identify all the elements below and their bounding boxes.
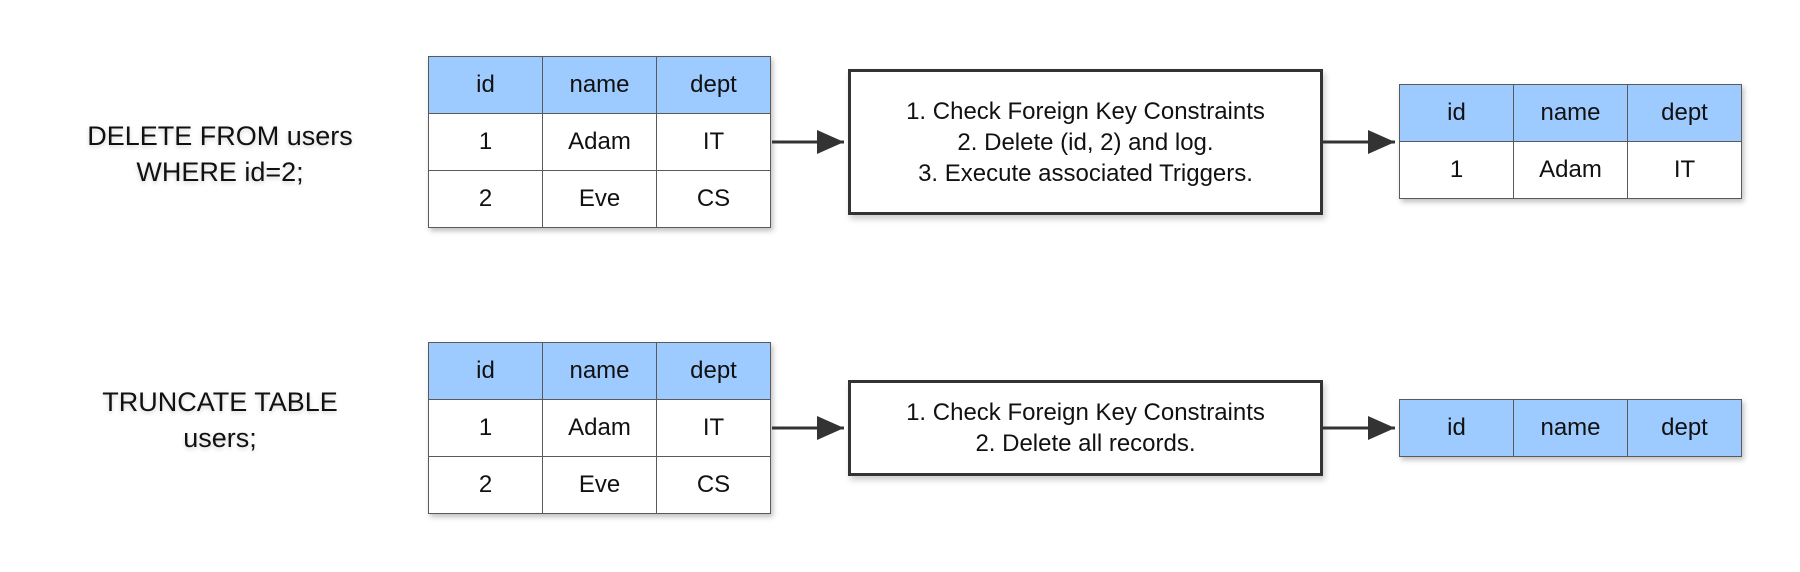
table-cell: CS bbox=[656, 170, 771, 228]
table-cell: 2 bbox=[428, 170, 543, 228]
table-row: 1 Adam IT bbox=[1399, 141, 1742, 199]
table-header-row: id name dept bbox=[428, 342, 771, 400]
step-text: 3. Execute associated Triggers. bbox=[918, 159, 1253, 187]
header-cell-id: id bbox=[428, 342, 543, 400]
header-cell-id: id bbox=[1399, 399, 1514, 457]
truncate-query-label: TRUNCATE TABLE users; bbox=[40, 384, 400, 456]
step-text: 1. Check Foreign Key Constraints bbox=[906, 97, 1265, 125]
table-cell: Adam bbox=[542, 399, 657, 457]
header-cell-name: name bbox=[1513, 399, 1628, 457]
table-row: 2 Eve CS bbox=[428, 170, 771, 228]
table-cell: 1 bbox=[428, 399, 543, 457]
header-cell-name: name bbox=[542, 342, 657, 400]
table-cell: Eve bbox=[542, 456, 657, 514]
truncate-steps-box: 1. Check Foreign Key Constraints 2. Dele… bbox=[848, 380, 1323, 476]
query-line: users; bbox=[183, 423, 257, 453]
table-cell: Eve bbox=[542, 170, 657, 228]
table-row: 1 Adam IT bbox=[428, 399, 771, 457]
delete-source-table: id name dept 1 Adam IT 2 Eve CS bbox=[428, 56, 771, 228]
table-cell: IT bbox=[1627, 141, 1742, 199]
table-cell: IT bbox=[656, 113, 771, 171]
header-cell-dept: dept bbox=[1627, 84, 1742, 142]
header-cell-dept: dept bbox=[656, 342, 771, 400]
delete-query-label: DELETE FROM users WHERE id=2; bbox=[40, 118, 400, 190]
table-row: 1 Adam IT bbox=[428, 113, 771, 171]
table-header-row: id name dept bbox=[1399, 84, 1742, 142]
table-header-row: id name dept bbox=[1399, 399, 1742, 457]
header-cell-name: name bbox=[1513, 84, 1628, 142]
table-cell: CS bbox=[656, 456, 771, 514]
step-text: 2. Delete all records. bbox=[975, 430, 1196, 457]
truncate-result-table: id name dept bbox=[1399, 399, 1742, 457]
table-header-row: id name dept bbox=[428, 56, 771, 114]
header-cell-dept: dept bbox=[656, 56, 771, 114]
query-line: TRUNCATE TABLE bbox=[102, 387, 338, 417]
table-cell: Adam bbox=[1513, 141, 1628, 199]
truncate-source-table: id name dept 1 Adam IT 2 Eve CS bbox=[428, 342, 771, 514]
delete-result-table: id name dept 1 Adam IT bbox=[1399, 84, 1742, 199]
header-cell-id: id bbox=[1399, 84, 1514, 142]
query-line: WHERE id=2; bbox=[136, 157, 304, 187]
step-text: 1. Check Foreign Key Constraints bbox=[906, 399, 1265, 426]
table-cell: 1 bbox=[1399, 141, 1514, 199]
step-text: 2. Delete (id, 2) and log. bbox=[957, 128, 1214, 156]
header-cell-dept: dept bbox=[1627, 399, 1742, 457]
delete-steps-box: 1. Check Foreign Key Constraints 2. Dele… bbox=[848, 69, 1323, 215]
table-cell: 2 bbox=[428, 456, 543, 514]
table-cell: Adam bbox=[542, 113, 657, 171]
table-row: 2 Eve CS bbox=[428, 456, 771, 514]
query-line: DELETE FROM users bbox=[87, 121, 353, 151]
